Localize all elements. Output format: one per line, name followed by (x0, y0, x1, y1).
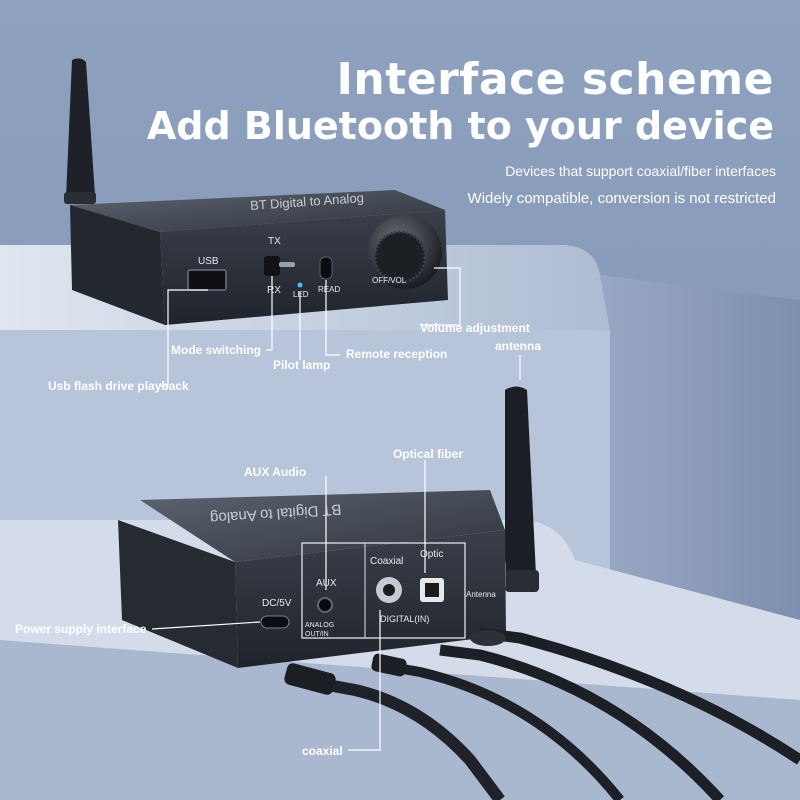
dc-port (260, 615, 290, 629)
front-led-label: LED (293, 290, 309, 299)
coaxial-cable (439, 644, 725, 800)
mode-toggle (264, 256, 280, 276)
back-coaxial-label: Coaxial (370, 556, 404, 567)
connector-panel (301, 542, 466, 639)
front-antenna (66, 58, 95, 199)
callout-power-supply: Power supply interface (15, 622, 147, 636)
callout-coaxial: coaxial (302, 744, 343, 758)
ir-window (319, 256, 333, 280)
usb-port (187, 269, 227, 291)
usb-c-cable (298, 674, 505, 800)
front-usb-label: USB (198, 256, 219, 267)
callout-optical-fiber: Optical fiber (393, 447, 464, 461)
back-dc-label: DC/5V (262, 598, 292, 609)
callout-remote-reception: Remote reception (346, 347, 448, 361)
callout-usb-playback: Usb flash drive playback (48, 379, 189, 393)
callout-lines (151, 267, 521, 751)
aux-jack (317, 597, 333, 613)
tagline-coaxial-fiber: Devices that support coaxial/fiber inter… (505, 163, 776, 179)
callout-pilot-lamp: Pilot lamp (273, 358, 331, 372)
front-rx-label: RX (267, 285, 281, 296)
callout-mode-switching: Mode switching (171, 343, 261, 357)
front-read-label: READ (318, 285, 341, 294)
pilot-led (297, 282, 303, 288)
back-antenna-label: Antenna (466, 590, 496, 599)
callout-antenna: antenna (495, 339, 542, 353)
back-device-side (118, 520, 238, 668)
back-digital-label: DIGITAL(IN) (380, 614, 430, 624)
front-device-side (70, 205, 165, 325)
optical-cable (479, 627, 800, 765)
front-knob-label: OFF/VOL (372, 276, 407, 285)
callout-aux-audio: AUX Audio (244, 465, 307, 479)
back-device-face (235, 530, 506, 668)
callout-volume-adjustment: Volume adjustment (420, 321, 530, 335)
subheadline: Add Bluetooth to your device (146, 104, 774, 148)
front-antenna-base (64, 192, 96, 204)
back-aux-label: AUX (316, 578, 337, 589)
back-device-top (140, 490, 505, 562)
aux-cable (379, 660, 624, 800)
front-tx-label: TX (268, 236, 281, 247)
headline: Interface scheme (336, 54, 774, 105)
back-antenna (505, 386, 536, 578)
lower-pedestal-front (0, 640, 800, 800)
front-device-top (70, 190, 445, 232)
tagline-compatible: Widely compatible, conversion is not res… (467, 190, 776, 207)
back-analog-label: ANALOG OUT/IN (305, 622, 335, 638)
back-optic-label: Optic (420, 549, 444, 560)
